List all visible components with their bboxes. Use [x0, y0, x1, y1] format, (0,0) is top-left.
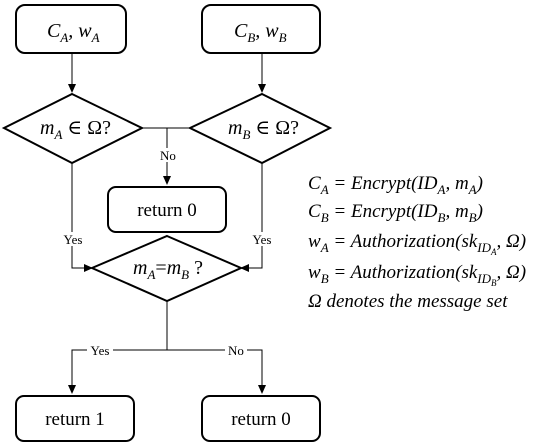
decision-check-b — [187, 92, 333, 165]
definitions-block: CA = Encrypt(IDA, mA) CB = Encrypt(IDB, … — [308, 173, 526, 312]
edge-label-yes-left: Yes — [64, 232, 83, 247]
return-zero-mid-label: return 0 — [137, 200, 197, 221]
return-one-label: return 1 — [45, 409, 105, 430]
connectors — [68, 53, 266, 394]
start-box-a — [15, 4, 127, 54]
edge-compare-yes — [68, 301, 168, 394]
edge-label-no-bottom: No — [228, 343, 244, 358]
start-box-a-label: CA, wA — [47, 20, 100, 45]
return-zero-mid-box — [107, 186, 227, 233]
decision-check-b-label: mB ∈ Ω? — [228, 117, 299, 142]
definition-omega: Ω denotes the message set — [308, 291, 508, 312]
start-box-b — [201, 4, 321, 54]
definition-wa: wA = Authorization(skIDA, Ω) — [308, 231, 526, 257]
edge-label-yes-right: Yes — [253, 232, 272, 247]
return-zero-right-box — [201, 395, 321, 442]
decision-compare — [89, 234, 244, 303]
edge-label-no-mid: No — [160, 148, 176, 163]
definition-wb: wB = Authorization(skIDB, Ω) — [308, 262, 526, 288]
edge-compare-no — [167, 349, 266, 394]
edge-check-b-yes — [240, 163, 263, 272]
start-box-b-label: CB, wB — [234, 20, 287, 45]
decision-check-a-label: mA ∈ Ω? — [40, 117, 111, 142]
return-one-box — [15, 395, 135, 442]
edge-check-a-yes — [71, 163, 93, 272]
definition-ca: CA = Encrypt(IDA, mA) — [308, 173, 483, 197]
edge-label-yes-bottom: Yes — [91, 343, 110, 358]
decision-check-a — [1, 92, 145, 165]
definition-cb: CB = Encrypt(IDB, mB) — [308, 201, 483, 225]
decision-compare-label: mA=mB ? — [133, 257, 203, 282]
return-zero-right-label: return 0 — [231, 409, 291, 430]
